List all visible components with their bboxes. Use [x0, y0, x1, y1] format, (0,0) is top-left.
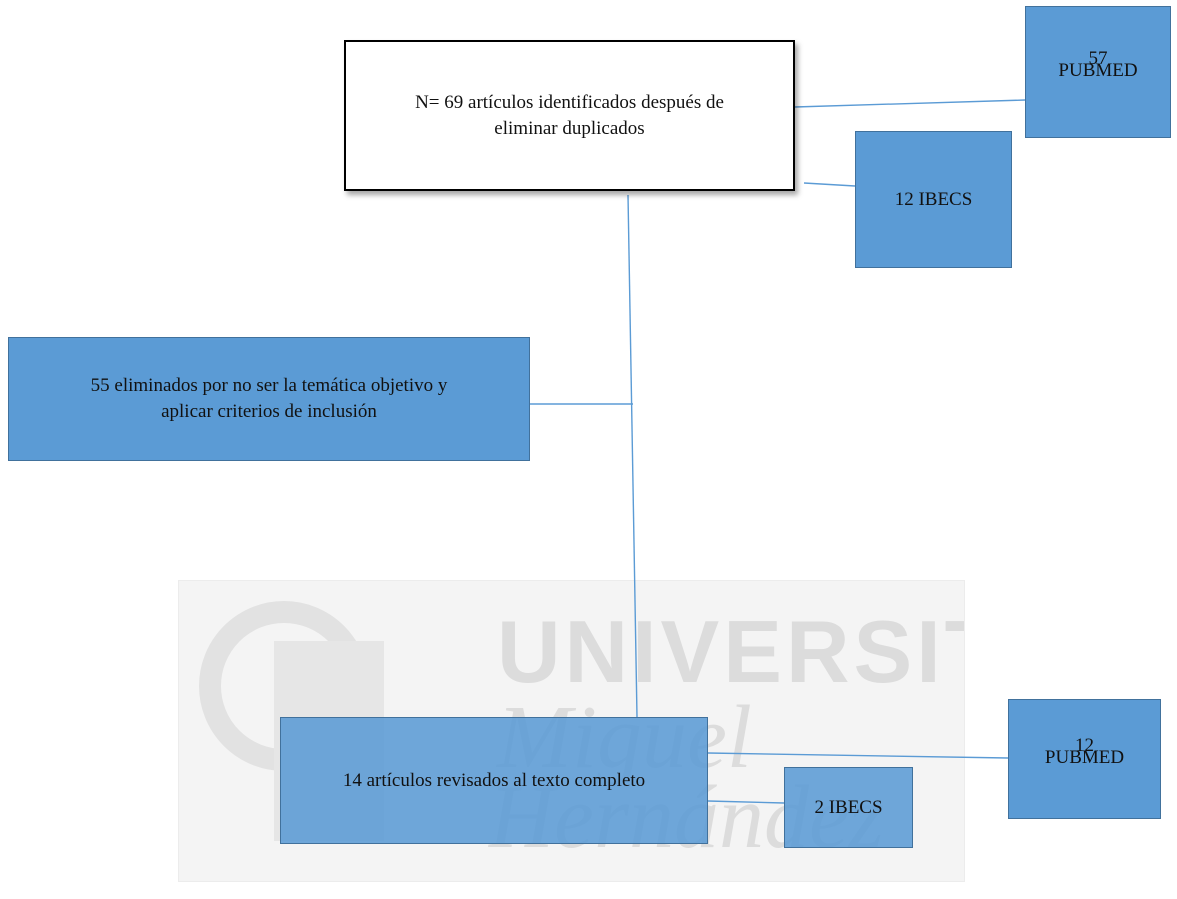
pubmed-initial-box: 57 PUBMED	[1025, 6, 1171, 138]
connector-identified-to-pubmed	[794, 99, 1026, 108]
identified-articles-box: N= 69 artículos identificados después de…	[344, 40, 795, 191]
pubmed-final-label: PUBMED	[1044, 747, 1125, 768]
ibecs-final-label: 2 IBECS	[814, 796, 883, 818]
ibecs-final-box: 2 IBECS	[784, 767, 913, 848]
reviewed-articles-box: 14 artículos revisados al texto completo	[280, 717, 708, 844]
ibecs-initial-label: 12 IBECS	[894, 188, 973, 210]
identified-line-2: eliminar duplicados	[494, 117, 645, 139]
connector-main-vertical	[627, 194, 638, 718]
ibecs-initial-box: 12 IBECS	[855, 131, 1012, 268]
connector-identified-to-ibecs	[803, 182, 856, 187]
pubmed-initial-label: PUBMED	[1058, 60, 1138, 81]
reviewed-label: 14 artículos revisados al texto completo	[342, 769, 646, 791]
pubmed-initial-count: 57	[1088, 48, 1108, 70]
pubmed-final-count: 12	[1075, 735, 1094, 757]
identified-line-1: N= 69 artículos identificados después de	[415, 91, 724, 113]
excluded-articles-box: 55 eliminados por no ser la temática obj…	[8, 337, 530, 461]
pubmed-final-box: 12 PUBMED	[1008, 699, 1161, 819]
excluded-line-1: 55 eliminados por no ser la temática obj…	[90, 375, 448, 397]
excluded-line-2: aplicar criterios de inclusión	[161, 401, 377, 422]
connector-reviewed-to-pubmed	[707, 752, 1009, 759]
watermark-universitas: UNIVERSITAS	[497, 602, 964, 701]
connector-reviewed-to-ibecs	[707, 800, 785, 804]
